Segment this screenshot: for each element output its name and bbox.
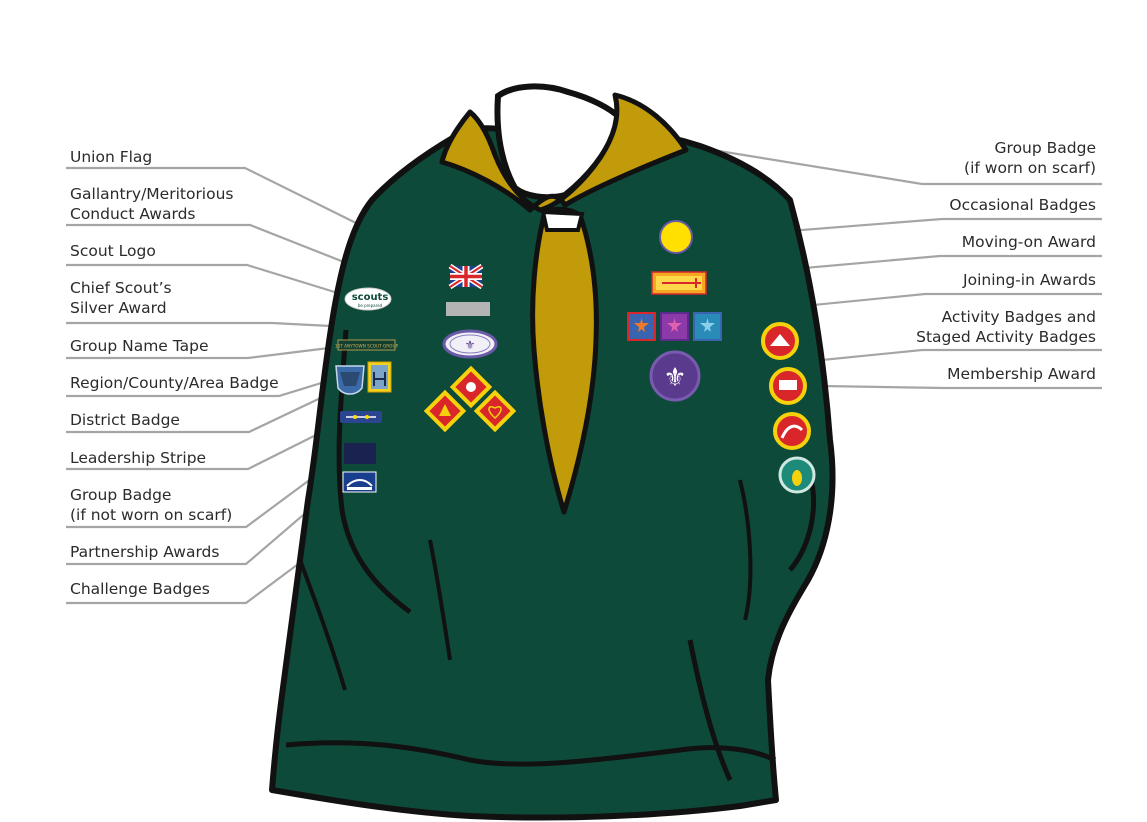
scarf xyxy=(439,92,689,515)
challenge-badge-2 xyxy=(423,389,467,433)
label-group-badge-on-scarf: Group Badge (if worn on scarf) xyxy=(964,139,1096,177)
label-district-badge: District Badge xyxy=(70,411,180,429)
chief-scout-silver-badge: ⚜ xyxy=(442,329,498,359)
label-challenge-badges: Challenge Badges xyxy=(70,580,210,598)
challenge-badge-3 xyxy=(473,389,517,433)
label-activity-badges: Activity Badges and Staged Activity Badg… xyxy=(916,308,1096,346)
label-region-county-area-badge: Region/County/Area Badge xyxy=(70,374,279,392)
region-county-badge xyxy=(335,365,365,395)
scout-logo-text: scouts xyxy=(352,292,389,303)
label-chief-scouts-silver-award: Chief Scout’s Silver Award xyxy=(70,279,172,317)
district-badge xyxy=(367,361,392,393)
label-union-flag: Union Flag xyxy=(70,148,153,166)
label-occasional-badges: Occasional Badges xyxy=(949,196,1096,214)
partnership-award-badge xyxy=(342,471,377,493)
activity-badges xyxy=(761,322,816,494)
gallantry-award-badge xyxy=(446,302,490,316)
leader-group-name-tape xyxy=(66,344,346,360)
svg-text:⚜: ⚜ xyxy=(663,363,686,393)
scout-logo-badge: scouts be prepared xyxy=(344,287,392,311)
membership-award-badge: ⚜ xyxy=(649,350,701,402)
jumper-fold-center xyxy=(428,539,452,661)
activity-badge-4 xyxy=(778,456,816,494)
leader-activity xyxy=(801,348,1102,364)
label-scout-logo: Scout Logo xyxy=(70,242,156,260)
joining-in-award-3 xyxy=(693,312,722,341)
jumper-fold-left2 xyxy=(298,559,347,691)
label-leadership-stripe: Leadership Stripe xyxy=(70,449,207,467)
scarf-woggle xyxy=(540,209,585,232)
leader-leadership-stripe xyxy=(66,419,347,471)
label-group-badge-not-on-scarf: Group Badge (if not worn on scarf) xyxy=(70,486,233,524)
activity-badge-2 xyxy=(769,367,807,405)
joining-in-award-2 xyxy=(660,312,689,341)
badges: ⚜ scouts be prepared 1ST ANYTOWN SCOUT G… xyxy=(335,220,816,494)
moving-on-award-badge xyxy=(651,271,707,295)
union-flag-badge xyxy=(448,263,484,290)
svg-text:⚜: ⚜ xyxy=(465,338,476,352)
leadership-stripe-badge xyxy=(340,411,382,423)
leader-group-badge-scarf xyxy=(681,143,1102,186)
occasional-badge xyxy=(659,220,693,254)
scout-logo-motto: be prepared xyxy=(358,303,383,308)
name-tape-text: 1ST ANYTOWN SCOUT GROUP xyxy=(335,344,399,349)
activity-badge-3 xyxy=(773,412,811,450)
jumper-fold-cuff xyxy=(687,639,733,782)
challenge-badges xyxy=(423,365,517,433)
label-gallantry-awards: Gallantry/Meritorious Conduct Awards xyxy=(70,185,234,223)
joining-in-awards xyxy=(627,312,722,341)
challenge-badge-1 xyxy=(449,365,493,409)
label-partnership-awards: Partnership Awards xyxy=(70,543,220,561)
group-badge-sleeve xyxy=(344,443,376,464)
jumper-fold-right2 xyxy=(738,479,753,621)
activity-badge-1 xyxy=(761,322,799,360)
scarf-collar xyxy=(439,92,689,213)
label-membership-award: Membership Award xyxy=(947,365,1096,383)
label-moving-on-award: Moving-on Award xyxy=(961,233,1096,251)
leader-scout-logo xyxy=(66,263,355,300)
joining-in-award-1 xyxy=(627,312,656,341)
label-group-name-tape: Group Name Tape xyxy=(70,337,209,355)
group-name-tape-badge: 1ST ANYTOWN SCOUT GROUP xyxy=(335,339,399,351)
label-joining-in-awards: Joining-in Awards xyxy=(963,271,1096,289)
leader-district-badge xyxy=(66,383,351,434)
